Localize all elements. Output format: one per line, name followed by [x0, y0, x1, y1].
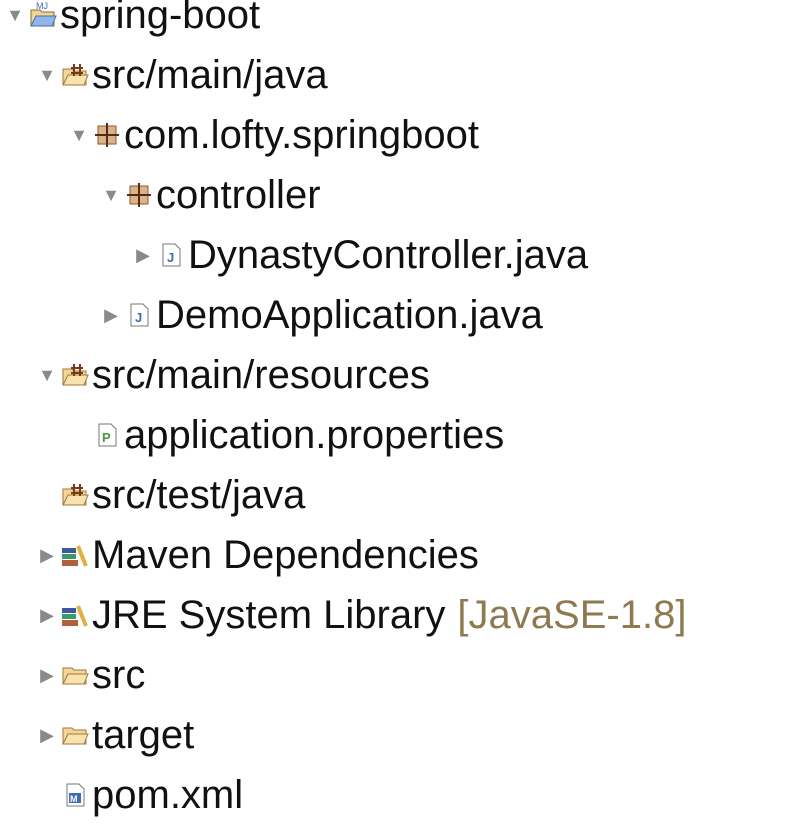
tree-item[interactable]: ▶ src	[36, 645, 145, 705]
library-icon	[60, 600, 90, 630]
tree-item[interactable]: ▼ controller	[100, 165, 321, 225]
expanded-arrow-icon[interactable]: ▼	[102, 184, 120, 205]
collapsed-arrow-icon[interactable]: ▶	[40, 664, 54, 685]
tree-item[interactable]: ▼ src/main/java	[36, 45, 328, 105]
expanded-arrow-icon[interactable]: ▼	[38, 64, 56, 85]
properties-file-icon: P	[92, 420, 122, 450]
tree-item-label: target	[92, 712, 195, 757]
tree-item-label: src/main/resources	[92, 352, 430, 397]
expanded-arrow-icon[interactable]: ▼	[6, 4, 24, 25]
package-icon	[124, 180, 154, 210]
tree-item-label: JRE System Library	[92, 592, 446, 637]
tree-item-label: Maven Dependencies	[92, 532, 479, 577]
tree-item-label: src	[92, 652, 146, 697]
tree-item-label: src/test/java	[92, 472, 306, 517]
expanded-arrow-icon[interactable]: ▼	[70, 124, 88, 145]
folder-icon	[60, 660, 90, 690]
svg-text:J: J	[135, 310, 142, 325]
folder-icon	[60, 720, 90, 750]
tree-item-label: spring-boot	[60, 0, 261, 37]
tree-item-decoration: [JavaSE-1.8]	[457, 592, 687, 637]
tree-item-label: controller	[156, 172, 321, 217]
tree-item-label: DynastyController.java	[188, 232, 589, 277]
library-icon	[60, 540, 90, 570]
collapsed-arrow-icon[interactable]: ▶	[40, 544, 54, 565]
tree-item[interactable]: ▼ com.lofty.springboot	[68, 105, 479, 165]
java-file-icon: J	[156, 240, 186, 270]
source-folder-icon	[60, 360, 90, 390]
tree-item-label: application.properties	[124, 412, 505, 457]
java-file-icon: J	[124, 300, 154, 330]
tree-item[interactable]: ▶ Maven Dependencies	[36, 525, 479, 585]
source-folder-icon	[60, 480, 90, 510]
source-folder-icon	[60, 60, 90, 90]
no-expander	[68, 424, 90, 446]
tree-item-label: src/main/java	[92, 52, 328, 97]
expanded-arrow-icon[interactable]: ▼	[38, 364, 56, 385]
collapsed-arrow-icon[interactable]: ▶	[40, 724, 54, 745]
tree-item-label: pom.xml	[92, 772, 244, 817]
tree-item[interactable]: ▶ target	[36, 705, 194, 765]
no-expander	[36, 784, 58, 806]
tree-item[interactable]: ▶ J DynastyController.java	[132, 225, 588, 285]
maven-file-icon: M	[60, 780, 90, 810]
tree-item[interactable]: ▶ JRE System Library[JavaSE-1.8]	[36, 585, 686, 645]
tree-item-label: DemoApplication.java	[156, 292, 543, 337]
svg-text:MJ: MJ	[36, 1, 48, 11]
collapsed-arrow-icon[interactable]: ▶	[104, 304, 118, 325]
tree-item[interactable]: ▶ J DemoApplication.java	[100, 285, 543, 345]
tree-item[interactable]: ▼ MJ spring-boot	[4, 0, 260, 45]
maven-project-icon: MJ	[28, 0, 58, 30]
tree-item[interactable]: ▼ src/main/resources	[36, 345, 430, 405]
svg-text:J: J	[167, 250, 174, 265]
collapsed-arrow-icon[interactable]: ▶	[136, 244, 150, 265]
svg-text:P: P	[102, 430, 111, 445]
tree-item-label: com.lofty.springboot	[124, 112, 479, 157]
no-expander	[36, 484, 58, 506]
tree-item[interactable]: src/test/java	[36, 465, 305, 525]
collapsed-arrow-icon[interactable]: ▶	[40, 604, 54, 625]
package-icon	[92, 120, 122, 150]
svg-text:M: M	[70, 794, 78, 804]
